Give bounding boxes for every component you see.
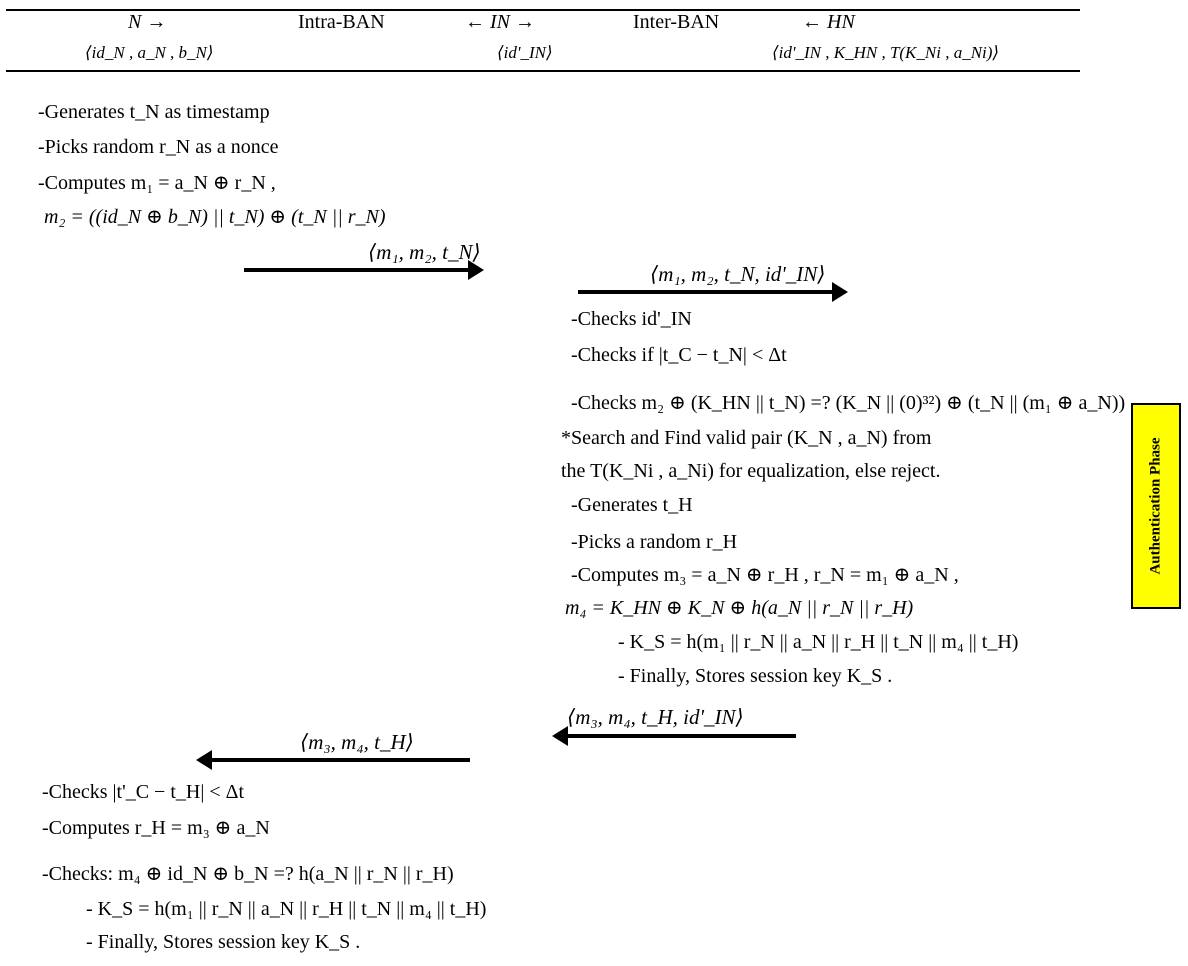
n-final-step-2: -Computes r_H = m₃ ⊕ a_N	[42, 817, 270, 839]
header-inter-ban: Inter-BAN	[633, 11, 720, 33]
message-1-label: ⟨m₁, m₂, t_N⟩	[368, 240, 481, 264]
hn-step-5: the T(K_Ni , a_Ni) for equalization, els…	[561, 460, 941, 482]
header-hn-title: ← HN	[802, 11, 855, 33]
hn-step-11: - Finally, Stores session key K_S .	[618, 665, 893, 687]
message-2-label: ⟨m₁, m₂, t_N, id'_IN⟩	[650, 262, 826, 286]
header-intra-ban: Intra-BAN	[298, 11, 385, 33]
header-top-rule	[6, 9, 1080, 11]
n-step-3: -Computes m₁ = a_N ⊕ r_N ,	[38, 172, 276, 194]
authentication-phase-text: Authentication Phase	[1147, 437, 1164, 575]
hn-step-6: -Generates t_H	[571, 494, 693, 516]
header-hn-params: ⟨id'_IN , K_HN , T(K_Ni , a_Ni)⟩	[772, 43, 1000, 62]
n-final-step-5: - Finally, Stores session key K_S .	[86, 931, 361, 953]
hn-step-7: -Picks a random r_H	[571, 531, 738, 553]
hn-step-8: -Computes m₃ = a_N ⊕ r_H , r_N = m₁ ⊕ a_…	[571, 564, 959, 586]
hn-step-4: *Search and Find valid pair (K_N , a_N) …	[561, 427, 932, 449]
hn-step-2: -Checks if |t_C − t_N| < Δt	[571, 344, 787, 366]
hn-step-3: -Checks m₂ ⊕ (K_HN || t_N) =? (K_N || (0…	[571, 392, 1126, 414]
header-in-title: ← IN →	[465, 11, 535, 33]
header-n-params: ⟨id_N , a_N , b_N⟩	[85, 43, 214, 62]
header-bottom-rule	[6, 70, 1080, 72]
n-step-2: -Picks random r_N as a nonce	[38, 136, 279, 158]
message-4-label: ⟨m₃, m₄, t_H⟩	[300, 730, 414, 754]
message-4-arrow	[196, 750, 470, 770]
n-final-step-3: -Checks: m₄ ⊕ id_N ⊕ b_N =? h(a_N || r_N…	[42, 863, 454, 885]
message-3-label: ⟨m₃, m₄, t_H, id'_IN⟩	[567, 705, 744, 729]
n-step-1: -Generates t_N as timestamp	[38, 101, 270, 123]
hn-step-9: m₄ = K_HN ⊕ K_N ⊕ h(a_N || r_N || r_H)	[565, 597, 914, 619]
header-in-params: ⟨id'_IN⟩	[497, 43, 553, 62]
message-2-arrow	[578, 282, 848, 302]
hn-step-1: -Checks id'_IN	[571, 308, 692, 330]
message-1-arrow	[244, 260, 484, 280]
authentication-phase-label: Authentication Phase	[1131, 403, 1181, 609]
n-final-step-4: - K_S = h(m₁ || r_N || a_N || r_H || t_N…	[86, 898, 487, 920]
n-step-4: m₂ = ((id_N ⊕ b_N) || t_N) ⊕ (t_N || r_N…	[44, 206, 386, 228]
n-final-step-1: -Checks |t'_C − t_H| < Δt	[42, 781, 245, 803]
message-3-arrow	[552, 726, 796, 746]
header-n-title: N →	[128, 11, 167, 33]
hn-step-10: - K_S = h(m₁ || r_N || a_N || r_H || t_N…	[618, 631, 1019, 653]
